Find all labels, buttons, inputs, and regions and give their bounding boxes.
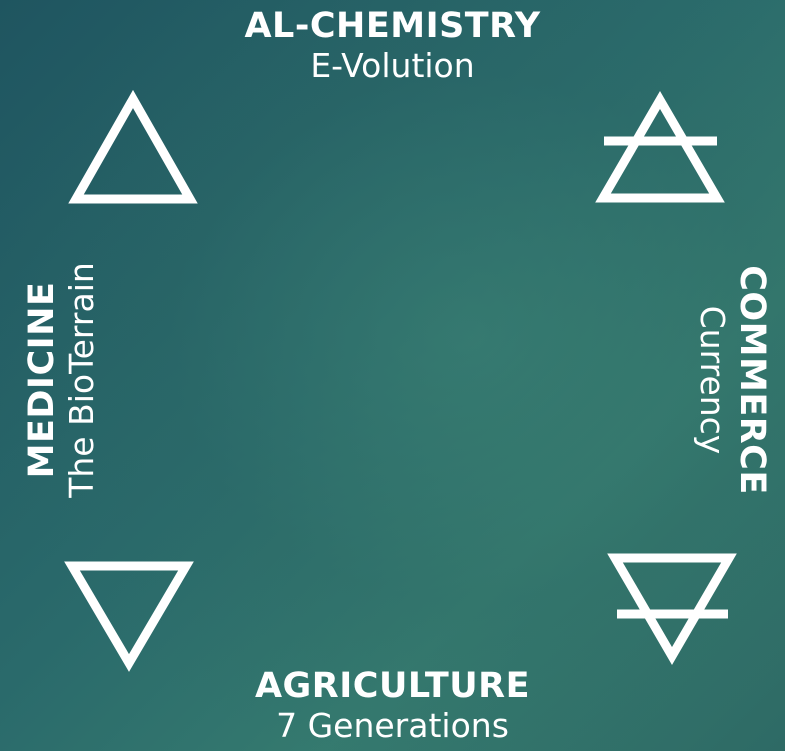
top-subtitle: E-Volution [310,46,475,85]
bottom-subtitle: 7 Generations [276,706,509,745]
top-label: AL-CHEMISTRY E-Volution [0,6,785,86]
air-triangle-icon [595,91,725,203]
bottom-label: AGRICULTURE 7 Generations [0,666,785,746]
fire-triangle-icon [68,89,198,204]
earth-triangle-icon [607,553,737,665]
top-title: AL-CHEMISTRY [244,6,541,46]
bottom-title: AGRICULTURE [254,666,531,706]
water-triangle-icon [64,561,194,672]
